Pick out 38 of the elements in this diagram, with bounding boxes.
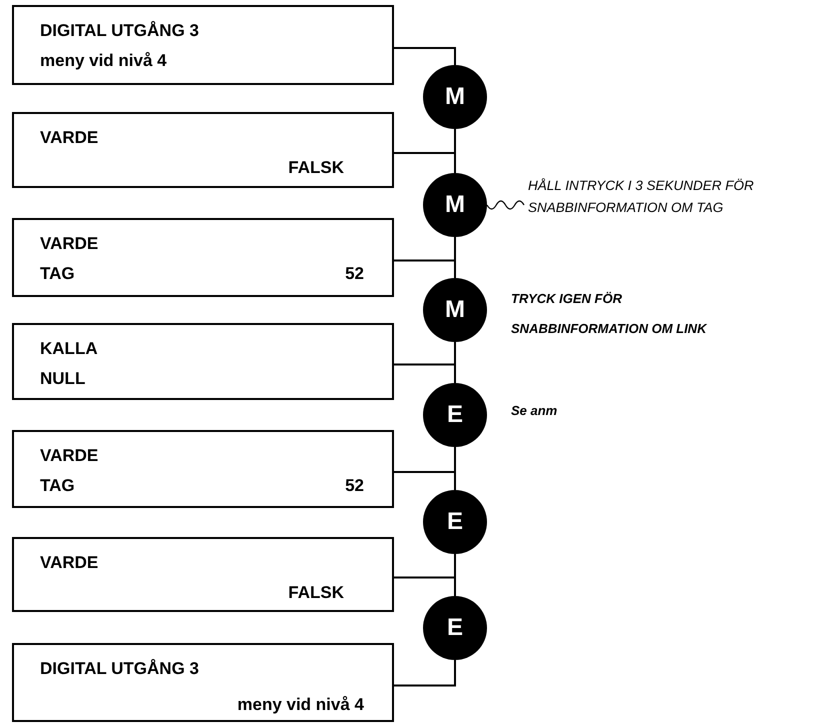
display-text: KALLA — [40, 339, 98, 359]
display-text: FALSK — [288, 583, 344, 603]
connector-line — [394, 471, 456, 490]
key-circle: E — [423, 596, 487, 660]
note-text: TRYCK IGEN FÖR SNABBINFORMATION OM LINK — [511, 290, 708, 338]
display-text: VARDE — [40, 128, 98, 148]
menu-display-box — [12, 537, 394, 612]
connector-line — [394, 152, 456, 173]
display-text: meny vid nivå 4 — [237, 695, 364, 715]
display-text: 52 — [345, 476, 364, 496]
display-text: VARDE — [40, 234, 98, 254]
menu-display-box — [12, 112, 394, 188]
display-text: 52 — [345, 264, 364, 284]
display-text: VARDE — [40, 553, 98, 573]
menu-display-box — [12, 5, 394, 85]
display-text: DIGITAL UTGÅNG 3 — [40, 659, 199, 679]
display-text: DIGITAL UTGÅNG 3 — [40, 21, 199, 41]
note-text: HÅLL INTRYCK I 3 SEKUNDER FÖR SNABBINFORMATION OM TAG — [528, 175, 828, 219]
display-text: FALSK — [288, 158, 344, 178]
display-text: TAG — [40, 264, 75, 284]
display-text: NULL — [40, 369, 86, 389]
wavy-leader-line — [486, 200, 524, 210]
connector-line — [394, 260, 456, 278]
menu-display-box — [12, 218, 394, 297]
connector-line — [394, 576, 456, 596]
connector-line — [394, 364, 456, 383]
key-circle: M — [423, 65, 487, 129]
display-text: VARDE — [40, 446, 98, 466]
key-circle: M — [423, 173, 487, 237]
menu-display-box — [12, 323, 394, 400]
menu-display-box — [12, 430, 394, 508]
menu-display-box — [12, 643, 394, 722]
key-circle: E — [423, 490, 487, 554]
display-text: TAG — [40, 476, 75, 496]
display-text: meny vid nivå 4 — [40, 51, 167, 71]
connector-line — [394, 660, 456, 686]
note-text: Se anm — [511, 403, 558, 419]
connector-line — [394, 47, 456, 65]
